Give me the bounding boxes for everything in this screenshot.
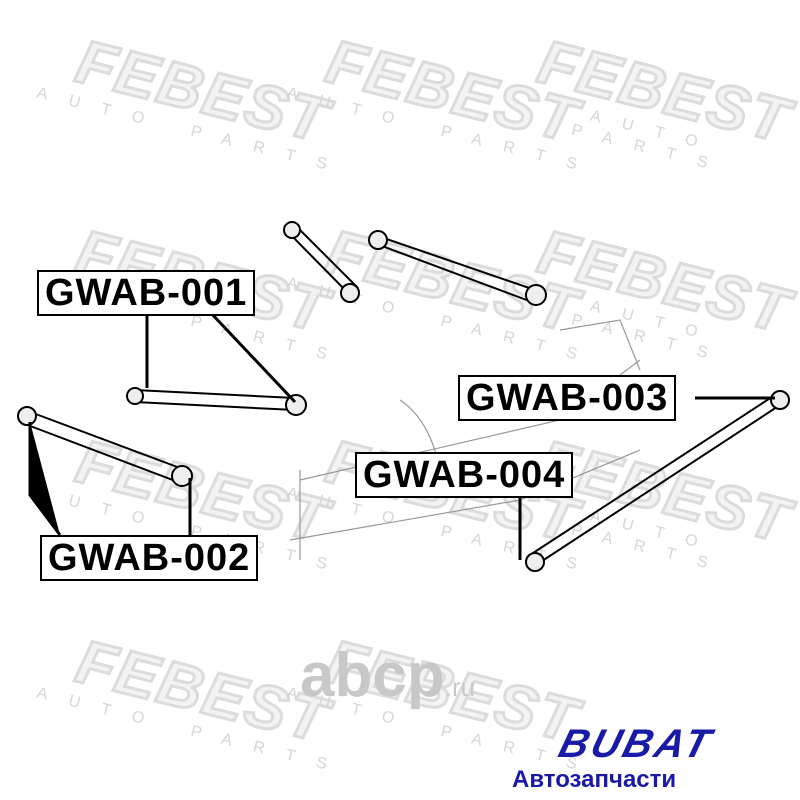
logo-subtitle: Автозапчасти (512, 766, 677, 793)
abcp-watermark: abcp.ru (300, 641, 476, 710)
part-label-gwab-004: GWAB-004 (355, 452, 574, 498)
part-label-gwab-002: GWAB-002 (40, 535, 259, 581)
part-label-gwab-003: GWAB-003 (458, 375, 677, 421)
chassis-sketch (289, 319, 641, 560)
part-label-gwab-001: GWAB-001 (37, 270, 256, 316)
leader-lines (28, 310, 775, 560)
arm-parts (17, 221, 790, 572)
bubat-logo: BUBAT (554, 722, 719, 766)
